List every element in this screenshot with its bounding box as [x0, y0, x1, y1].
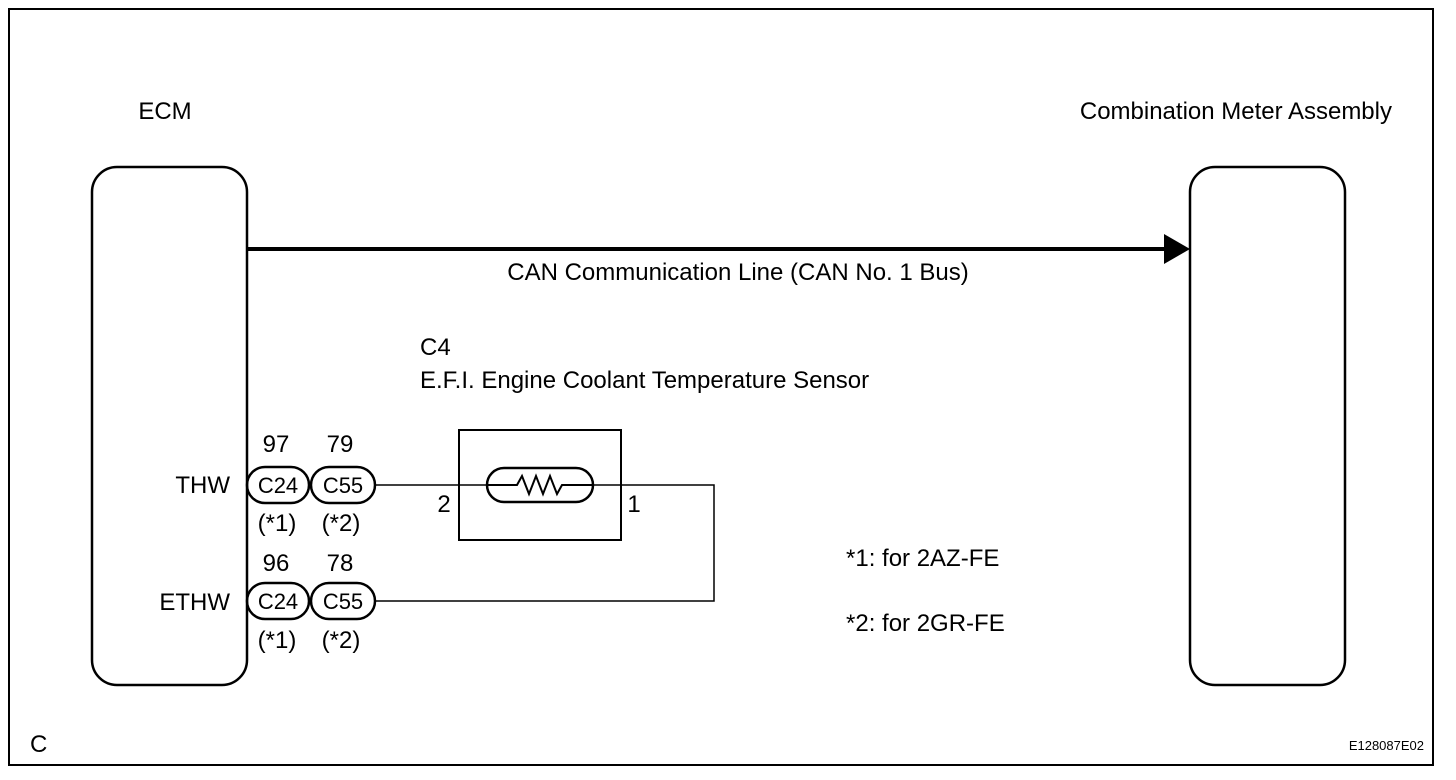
can-arrowhead — [1164, 234, 1190, 264]
sensor-name: E.F.I. Engine Coolant Temperature Sensor — [420, 367, 869, 394]
connector-c55-ethw-label: C55 — [323, 589, 363, 614]
connector-c55-thw — [309, 465, 377, 505]
thermistor-resistor-icon — [487, 473, 593, 497]
note-2: *2: for 2GR-FE — [846, 610, 1005, 637]
connector-c24-thw — [245, 465, 311, 505]
meter-box — [1188, 165, 1347, 687]
ecm-label: ECM — [138, 98, 191, 125]
connector-c24-ethw — [245, 581, 311, 621]
note-1: *1: for 2AZ-FE — [846, 545, 999, 572]
note-ref-1-thw: (*1) — [258, 510, 297, 537]
pin-79: 79 — [327, 431, 354, 458]
ecm-box — [90, 165, 249, 687]
terminal-ethw-label: ETHW — [159, 589, 230, 616]
pin-97: 97 — [263, 431, 290, 458]
note-ref-2-ethw: (*2) — [322, 627, 361, 654]
diagram-frame — [8, 8, 1434, 766]
connector-c24-ethw-label: C24 — [258, 589, 298, 614]
pin-96: 96 — [263, 550, 290, 577]
meter-label: Combination Meter Assembly — [1080, 98, 1392, 125]
sensor-pin-1: 1 — [627, 491, 640, 518]
figure-id: E128087E02 — [1349, 738, 1424, 753]
sensor-pin-2: 2 — [437, 491, 450, 518]
connector-c24-thw-label: C24 — [258, 473, 298, 498]
note-ref-1-ethw: (*1) — [258, 627, 297, 654]
connector-c55-ethw — [309, 581, 377, 621]
can-line-label: CAN Communication Line (CAN No. 1 Bus) — [507, 259, 969, 286]
terminal-thw-label: THW — [175, 472, 230, 499]
connector-c55-thw-label: C55 — [323, 473, 363, 498]
sensor-code: C4 — [420, 334, 451, 361]
wire-ethw — [375, 484, 715, 602]
pin-78: 78 — [327, 550, 354, 577]
corner-label: C — [30, 731, 47, 758]
note-ref-2-thw: (*2) — [322, 510, 361, 537]
